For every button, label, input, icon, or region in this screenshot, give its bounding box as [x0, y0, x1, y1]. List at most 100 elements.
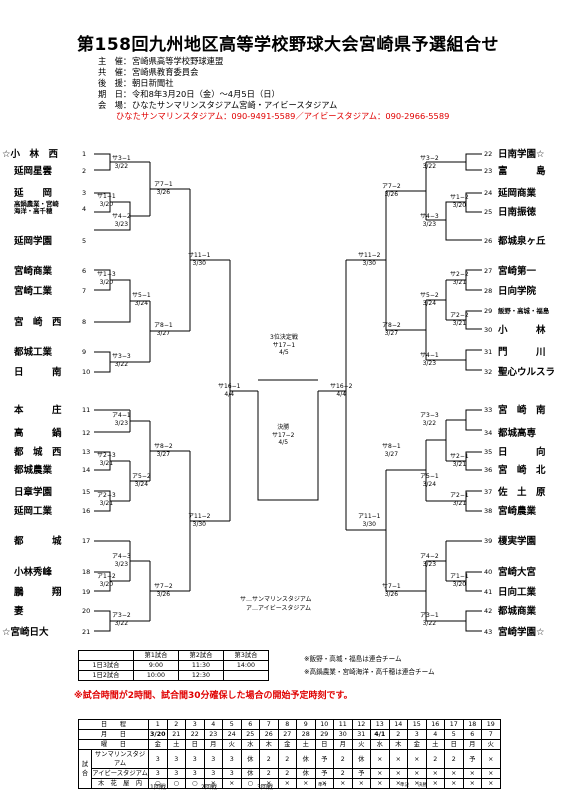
match-label: ア4−2 3/23	[420, 553, 439, 568]
team-name: 宮 崎 南	[498, 405, 546, 416]
calendar-cell: 3	[185, 768, 205, 779]
calendar-cell: ○	[166, 778, 186, 789]
team-name: 都城商業	[498, 606, 537, 617]
team-number: 5	[82, 237, 87, 245]
calendar-cell: 2	[277, 749, 297, 769]
calendar-cell: 5	[222, 719, 242, 730]
calendar-cell: 火	[351, 739, 371, 750]
team-number: 25	[484, 208, 493, 216]
team-number: 1	[82, 150, 87, 158]
team-number: 24	[484, 189, 493, 197]
calendar-cell: 31	[351, 729, 371, 740]
team-number: 9	[82, 348, 87, 356]
calendar-cell: 火	[222, 739, 242, 750]
calendar-cell: 火	[481, 739, 501, 750]
team-number: 40	[484, 568, 493, 576]
team-number: 26	[484, 237, 493, 245]
calendar-cell: ×	[444, 768, 464, 779]
match-label: ア7−2 3/26	[382, 183, 401, 198]
match-label: ア3−2 3/22	[112, 612, 131, 627]
calendar-cell: 2	[425, 749, 445, 769]
team-name: 門 川	[498, 347, 546, 358]
match-label: サ5−2 3/24	[420, 292, 439, 307]
team-number: 34	[484, 429, 493, 437]
match-label: サ2−2 3/21	[450, 271, 469, 286]
calendar-header: サンマリンスタジアム	[91, 749, 149, 769]
phone-line: ひなたサンマリンスタジアム：090-9491-5589／アイビースタジアム：09…	[116, 111, 450, 121]
team-name: 飯野・高城・福島	[498, 307, 550, 315]
team-number: 14	[82, 466, 91, 474]
calendar-cell: ×	[388, 749, 408, 769]
calendar-header: アイビースタジアム	[91, 768, 149, 779]
calendar-cell: 月	[462, 739, 482, 750]
match-label: サ1−2 3/20	[450, 194, 469, 209]
team-name: 宮 崎 北	[498, 465, 546, 476]
schedule-head: 第1試合 第2試合 第3試合	[78, 650, 269, 661]
notes: ※飯野・高城・福島は連合チーム ※高鍋農業・宮崎海洋・高千穂は連合チーム	[304, 655, 435, 676]
match-label: 決勝 サ17−2 4/5	[272, 424, 295, 446]
calendar-cell: 3	[203, 749, 223, 769]
calendar-cell: 金	[277, 739, 297, 750]
match-label: サ11−1 3/30	[188, 252, 211, 267]
team-number: 29	[484, 307, 493, 315]
calendar-cell: 3	[222, 768, 242, 779]
round-label: 2回戦	[201, 784, 217, 791]
team-number: 18	[82, 568, 91, 576]
schedule-table: 第1試合 第2試合 第3試合 1日3試合 9:00 11:30 14:00 1日…	[78, 650, 269, 681]
calendar-cell: 1	[148, 719, 168, 730]
warning-text: ※試合時間が2時間、試合間30分確保した場合の開始予定時刻です。	[74, 691, 353, 701]
team-number: 16	[82, 507, 91, 515]
match-label: サ3−1 3/22	[112, 155, 131, 170]
calendar-cell: ×	[296, 778, 316, 789]
team-name: 本 庄	[14, 405, 62, 416]
team-name: 日 南	[14, 367, 62, 378]
round-label: 決勝	[418, 783, 427, 788]
calendar-cell: ×	[407, 749, 427, 769]
match-label: ア5−2 3/24	[132, 473, 151, 488]
match-label: ア4−3 3/23	[112, 553, 131, 568]
team-number: 23	[484, 167, 493, 175]
calendar-cell: 2	[259, 768, 279, 779]
team-name: 富 島	[498, 166, 546, 177]
team-name: 宮崎第一	[498, 266, 537, 277]
match-label: サ1−3 3/20	[97, 271, 116, 286]
calendar-cell: 月	[203, 739, 223, 750]
team-number: 35	[484, 448, 493, 456]
calendar-cell: 27	[277, 729, 297, 740]
calendar-cell: 休	[240, 749, 260, 769]
info-row: 期 日：令和8年3月20日（金）〜4月5日（日）	[98, 89, 280, 99]
team-name: 延 岡	[14, 188, 53, 199]
info-row: 後 援：朝日新聞社	[98, 78, 174, 88]
team-number: 28	[484, 287, 493, 295]
calendar-cell: 23	[203, 729, 223, 740]
match-label: サ2−1 3/21	[450, 453, 469, 468]
calendar-cell: 4	[425, 729, 445, 740]
team-name: 延岡工業	[14, 506, 53, 517]
team-name: 都 城 西	[14, 447, 62, 458]
team-number: 13	[82, 448, 91, 456]
calendar-cell: ×	[203, 778, 223, 789]
team-name: 高 鍋	[14, 428, 62, 439]
calendar-cell: ×	[222, 778, 242, 789]
team-name: 宮崎商業	[14, 266, 53, 277]
calendar-cell: 10	[314, 719, 334, 730]
calendar-cell: ×	[462, 768, 482, 779]
calendar-cell: 3	[222, 749, 242, 769]
round-label: 3回戦	[257, 784, 273, 791]
calendar-cell: 2	[388, 729, 408, 740]
match-label: サ8−2 3/27	[154, 443, 173, 458]
team-number: 11	[82, 406, 91, 414]
calendar-cell: 金	[407, 739, 427, 750]
calendar-cell: ×	[351, 778, 371, 789]
team-name: 都城農業	[14, 465, 53, 476]
calendar-cell: 2	[277, 768, 297, 779]
match-label: サ1−1 3/20	[97, 193, 116, 208]
calendar-cell: 2	[333, 749, 353, 769]
team-number: 42	[484, 607, 493, 615]
calendar-cell: 3	[148, 749, 168, 769]
team-name: ☆宮崎日大	[2, 627, 49, 638]
calendar-cell: ×	[370, 749, 390, 769]
